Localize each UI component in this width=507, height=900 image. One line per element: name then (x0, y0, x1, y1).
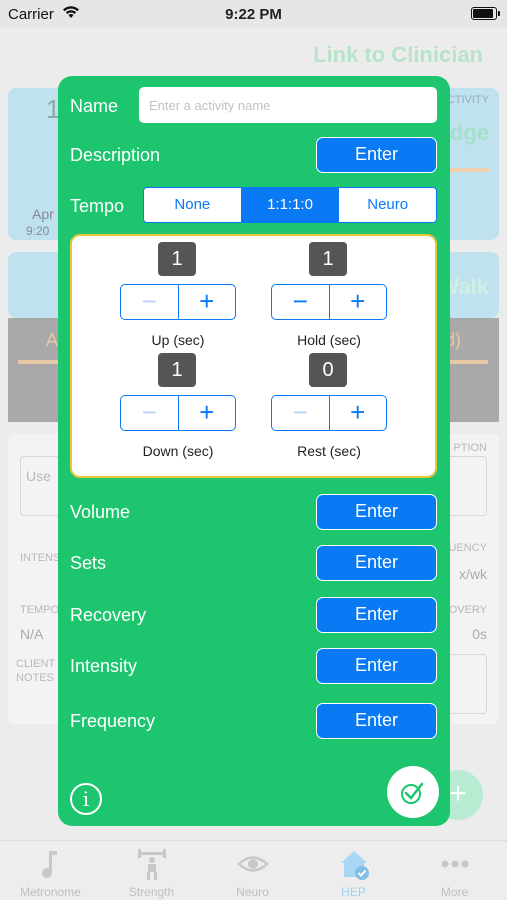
volume-label: Volume (70, 502, 131, 522)
tempo-segmented-control: None 1:1:1:0 Neuro (143, 187, 437, 223)
frequency-label: Frequency (70, 711, 156, 731)
hold-caption: Hold (sec) (297, 332, 361, 348)
notes-header: NOTES (16, 672, 54, 684)
description-label: Description (70, 145, 161, 165)
down-stepper: − + (120, 395, 236, 431)
intensity-header: INTENS (20, 552, 61, 564)
strip-left-label: A (46, 330, 59, 350)
info-icon[interactable]: i (70, 783, 102, 815)
use-field[interactable] (20, 456, 60, 516)
up-stepper: − + (120, 284, 236, 320)
tempo-option-1110[interactable]: 1:1:1:0 (241, 188, 340, 222)
frequency-value: x/wk (459, 566, 487, 582)
rest-caption: Rest (sec) (297, 443, 361, 459)
battery-icon (471, 7, 500, 20)
name-label: Name (70, 96, 119, 116)
status-bar: Carrier 9:22 PM (0, 0, 507, 28)
recovery-enter-button[interactable]: Enter (316, 597, 437, 633)
up-minus-button[interactable]: − (121, 285, 179, 319)
card-number: 1 (46, 94, 61, 124)
sets-label: Sets (70, 553, 107, 573)
down-caption: Down (sec) (142, 443, 214, 459)
card-progress-bar (443, 168, 489, 172)
tab-label: Metronome (20, 885, 81, 899)
more-dots-icon (441, 860, 469, 868)
wifi-icon (63, 6, 79, 18)
up-value: 1 (158, 242, 196, 276)
tab-strength[interactable]: Strength (101, 841, 202, 900)
music-note-icon (42, 851, 57, 879)
tempo-counters-panel: 1 − + Up (sec) 1 − + Hold (sec) 1 − + Do… (70, 234, 437, 478)
hold-value: 1 (309, 242, 347, 276)
down-plus-button[interactable]: + (199, 397, 215, 427)
clock: 9:22 PM (225, 6, 282, 23)
down-minus-button[interactable]: − (121, 396, 179, 430)
tempo-value: N/A (20, 626, 44, 642)
hold-minus-button[interactable]: − (272, 285, 330, 319)
frequency-header: UENCY (448, 542, 487, 554)
intensity-enter-button[interactable]: Enter (316, 648, 437, 684)
eye-icon (237, 856, 269, 872)
house-check-icon (341, 851, 369, 880)
tab-bar: Metronome Strength Neuro HEP More (0, 840, 507, 900)
rest-minus-button[interactable]: − (272, 396, 330, 430)
card-activity-label: ACTIVITY (439, 94, 489, 106)
recovery-header: OVERY (448, 604, 487, 616)
description-enter-button[interactable]: Enter (316, 137, 437, 173)
tempo-header: TEMPO (20, 604, 60, 616)
hold-plus-button[interactable]: + (350, 286, 366, 316)
notes-field[interactable] (447, 654, 487, 714)
activity-name-input[interactable] (139, 87, 437, 123)
sets-enter-button[interactable]: Enter (316, 545, 437, 581)
link-to-clinician-link[interactable]: Link to Clinician (313, 42, 483, 67)
up-caption: Up (sec) (151, 332, 205, 348)
recovery-label: Recovery (70, 605, 147, 625)
rest-stepper: − + (271, 395, 387, 431)
card-title: dge (449, 120, 489, 145)
description-field[interactable] (447, 456, 487, 516)
check-icon (401, 782, 424, 804)
tab-label: More (440, 885, 469, 899)
tempo-label: Tempo (70, 196, 125, 216)
carrier-label: Carrier (8, 6, 54, 23)
frequency-enter-button[interactable]: Enter (316, 703, 437, 739)
rest-value: 0 (309, 353, 347, 387)
tab-hep[interactable]: HEP (303, 841, 404, 900)
activity-editor-modal: Name Description Enter Tempo None 1:1:1:… (58, 76, 450, 826)
tab-neuro[interactable]: Neuro (202, 841, 303, 900)
tempo-option-none[interactable]: None (144, 188, 242, 222)
card-date: Apr (32, 206, 54, 222)
save-check-button[interactable] (387, 766, 439, 818)
tab-more[interactable]: More (404, 841, 505, 900)
up-plus-button[interactable]: + (199, 286, 215, 316)
tab-metronome[interactable]: Metronome (0, 841, 101, 900)
intensity-label: Intensity (70, 656, 138, 676)
tab-label: Neuro (236, 885, 269, 899)
down-value: 1 (158, 353, 196, 387)
rest-plus-button[interactable]: + (350, 397, 366, 427)
tab-label: Strength (128, 885, 175, 899)
use-text: Use (26, 468, 51, 484)
tab-label: HEP (341, 885, 366, 899)
description-header: PTION (453, 442, 487, 454)
client-header: CLIENT (16, 658, 56, 670)
weightlifter-icon (138, 849, 166, 880)
hold-stepper: − + (271, 284, 387, 320)
volume-enter-button[interactable]: Enter (316, 494, 437, 530)
card-time: 9:20 (26, 224, 50, 238)
tempo-option-neuro[interactable]: Neuro (367, 196, 409, 213)
recovery-value: 0s (472, 626, 487, 642)
